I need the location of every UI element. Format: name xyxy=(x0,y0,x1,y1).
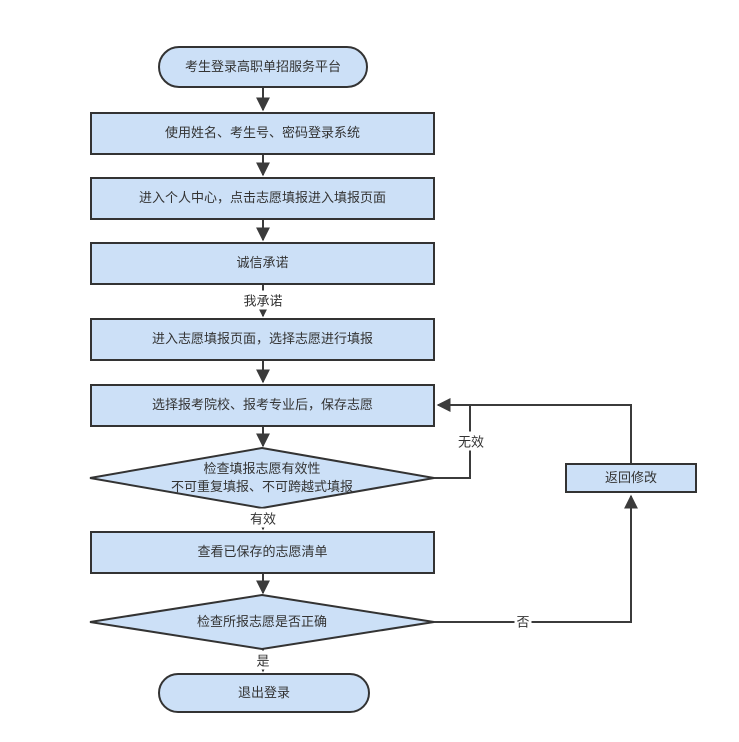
edge-label-invalid: 无效 xyxy=(455,431,487,451)
node-integrity-promise-label: 诚信承诺 xyxy=(236,255,289,271)
node-view-list: 查看已保存的志愿清单 xyxy=(90,531,435,574)
node-fill-page-label: 进入志愿填报页面，选择志愿进行填报 xyxy=(151,331,373,347)
edge-label-yes: 是 xyxy=(254,650,272,670)
node-integrity-promise: 诚信承诺 xyxy=(90,242,435,285)
node-fill-page: 进入志愿填报页面，选择志愿进行填报 xyxy=(90,318,435,361)
node-login-label: 使用姓名、考生号、密码登录系统 xyxy=(164,125,360,141)
edge-no-modify xyxy=(434,494,638,623)
edge-label-valid: 有效 xyxy=(247,508,279,528)
node-login: 使用姓名、考生号、密码登录系统 xyxy=(90,112,435,155)
edge-label-no: 否 xyxy=(514,611,532,631)
decision-check-validity-shape xyxy=(89,446,435,510)
node-start-label: 考生登录高职单招服务平台 xyxy=(184,58,341,74)
node-return-modify-label: 返回修改 xyxy=(604,469,657,485)
node-return-modify: 返回修改 xyxy=(565,463,697,493)
node-save-choice-label: 选择报考院校、报考专业后，保存志愿 xyxy=(151,397,373,413)
decision-check-correct-shape xyxy=(89,593,435,651)
edge-modify-save xyxy=(436,398,632,463)
node-save-choice: 选择报考院校、报考专业后，保存志愿 xyxy=(90,384,435,427)
node-logout-label: 退出登录 xyxy=(237,684,290,700)
node-personal-center: 进入个人中心，点击志愿填报进入填报页面 xyxy=(90,177,435,220)
node-personal-center-label: 进入个人中心，点击志愿填报进入填报页面 xyxy=(138,190,386,206)
node-logout: 退出登录 xyxy=(158,673,370,713)
node-start: 考生登录高职单招服务平台 xyxy=(158,46,368,88)
edge-invalid-branch xyxy=(434,405,471,479)
edge-label-promise: 我承诺 xyxy=(241,290,285,310)
node-view-list-label: 查看已保存的志愿清单 xyxy=(197,544,328,560)
